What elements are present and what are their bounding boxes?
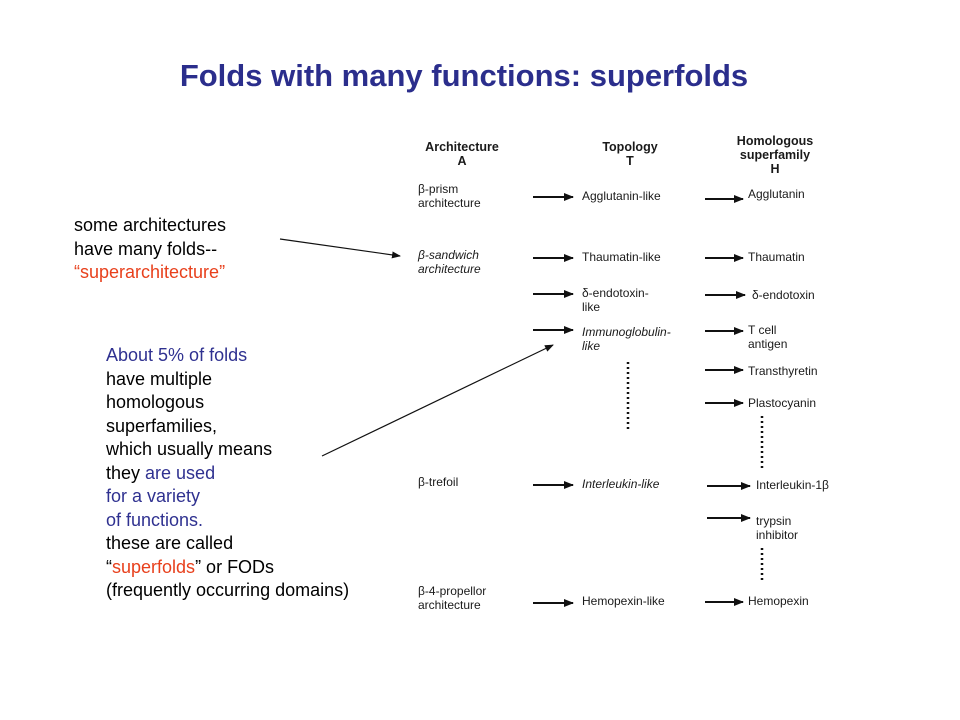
superfamily-text: trypsin [756,514,792,528]
note-line: some architectures [74,215,227,235]
note-line-highlight: for a variety [106,486,201,506]
note-line: they are used [106,462,349,486]
topology-hemopexin-like: Hemopexin-like [582,594,665,608]
note-superarchitecture: some architectures have many folds-- “su… [74,214,226,285]
topology-interleukin-like: Interleukin-like [582,477,660,491]
header-text: Homologous [736,134,814,148]
header-text: T [626,154,634,168]
arch-text: β-sandwich [418,248,479,262]
note-line-highlight: “superarchitecture” [74,262,226,282]
note-text-highlight: are used [145,462,216,483]
pointer-superfolds [321,344,554,457]
note-line: these are called [106,533,234,553]
header-text: A [457,154,467,168]
superfamily-endotoxin: δ-endotoxin [752,288,815,302]
arch-text: β-trefoil [418,475,459,489]
note-line-highlight: of functions. [106,509,204,530]
note-line: have multiple [106,368,213,389]
superfamily-trypsin-inhibitor: trypsin inhibitor [756,514,798,542]
header-homologous-superfamily: Homologous superfamily H [720,134,830,176]
pointer-superarchitecture [279,238,401,259]
arch-text: β-prism [418,182,459,196]
note-line: have many folds-- [74,238,218,259]
arch-beta-4-propellor: β-4-propellor architecture [418,584,486,612]
note-text: they [106,462,146,483]
arch-text: architecture [418,196,481,210]
header-architecture: Architecture A [412,140,512,168]
arch-beta-prism: β-prism architecture [418,182,481,210]
note-line: “superfolds” or FODs [106,556,349,580]
note-text: ” or FODs [195,556,275,577]
note-text: “ [106,556,112,577]
note-text-highlight: superfolds [112,556,196,577]
topology-text: like [582,300,601,314]
header-text: Architecture [425,140,499,154]
note-line: (frequently occurring domains) [106,580,350,600]
arch-text: β-4-propellor [418,584,487,598]
superfamily-transthyretin: Transthyretin [748,364,818,378]
topology-text: δ-endotoxin- [582,286,649,300]
note-line-highlight: About 5% of folds [106,345,248,365]
superfamily-interleukin-1b: Interleukin-1β [756,478,829,492]
header-topology: Topology T [585,140,675,168]
page-title: Folds with many functions: superfolds [179,58,749,93]
superfamily-plastocyanin: Plastocyanin [748,396,817,410]
superfamily-text: T cell [748,323,777,337]
topology-endotoxin-like: δ-endotoxin- like [582,286,649,314]
superfamily-thaumatin: Thaumatin [748,250,805,264]
topology-agglutinin-like: Agglutanin-like [582,189,661,203]
superfamily-t-cell-antigen: T cell antigen [748,323,787,351]
note-line: which usually means [106,439,273,459]
superfamily-text: inhibitor [756,528,799,542]
arch-beta-sandwich: β-sandwich architecture [418,248,481,276]
topology-thaumatin-like: Thaumatin-like [582,250,661,264]
header-text: Topology [602,140,658,154]
note-superfolds: About 5% of folds have multiple homologo… [106,344,349,603]
header-text: superfamily [739,148,811,162]
topology-text: Immunoglobulin- [582,325,671,339]
note-line: superfamilies, [106,415,218,436]
arch-text: architecture [418,598,481,612]
superfamily-agglutanin: Agglutanin [748,187,805,201]
header-text: H [770,162,780,176]
note-line: homologous [106,392,205,412]
arch-beta-trefoil: β-trefoil [418,475,458,489]
topology-immunoglobulin-like: Immunoglobulin- like [582,325,671,353]
topology-text: like [582,339,601,353]
superfamily-hemopexin: Hemopexin [748,594,809,608]
arch-text: architecture [418,262,481,276]
superfamily-text: antigen [748,337,788,351]
